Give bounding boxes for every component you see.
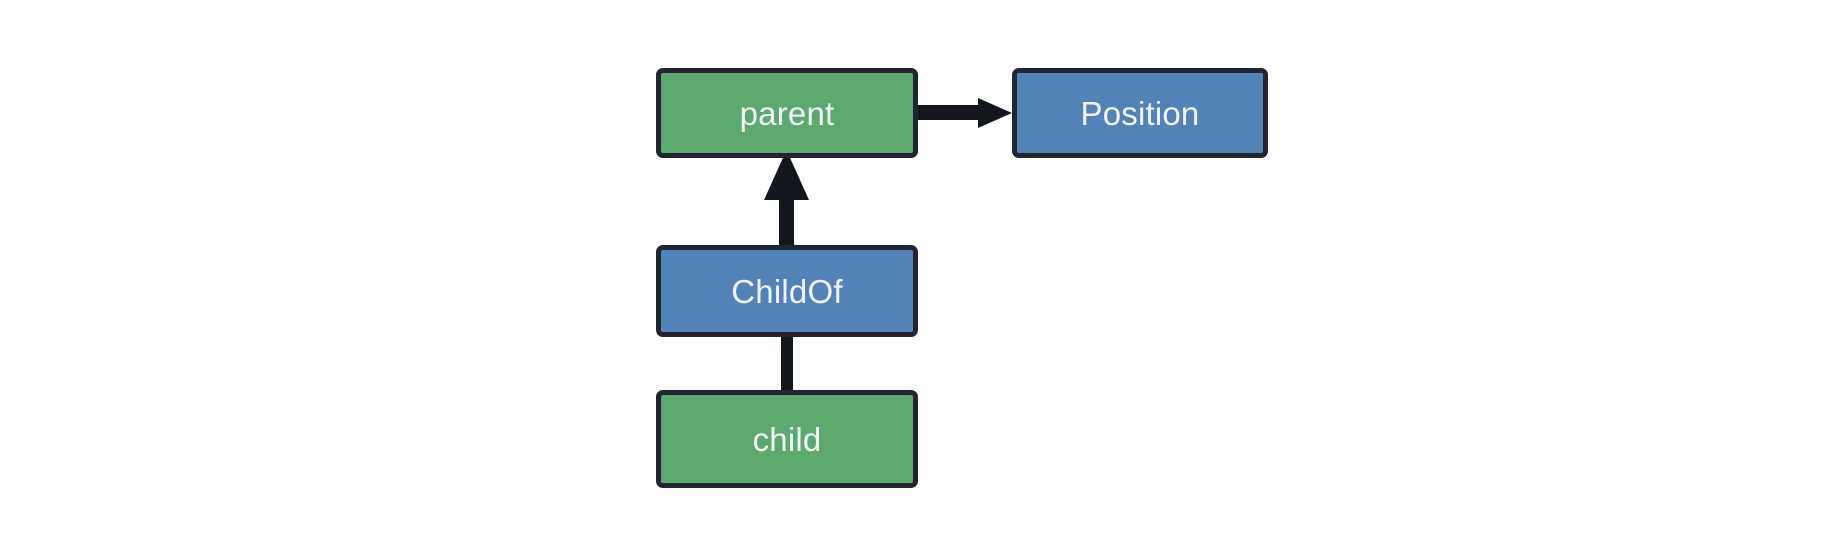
node-position[interactable]: Position xyxy=(1012,68,1268,158)
node-childof[interactable]: ChildOf xyxy=(656,245,918,337)
node-parent-label: parent xyxy=(739,94,835,132)
edge-child-to-childof xyxy=(781,337,793,392)
edge-parent-to-position xyxy=(918,98,1012,128)
node-child-label: child xyxy=(752,420,822,458)
edge-childof-to-parent xyxy=(764,150,809,245)
node-child[interactable]: child xyxy=(656,390,918,488)
node-childof-label: ChildOf xyxy=(731,272,843,310)
node-position-label: Position xyxy=(1080,94,1200,132)
node-parent[interactable]: parent xyxy=(656,68,918,158)
